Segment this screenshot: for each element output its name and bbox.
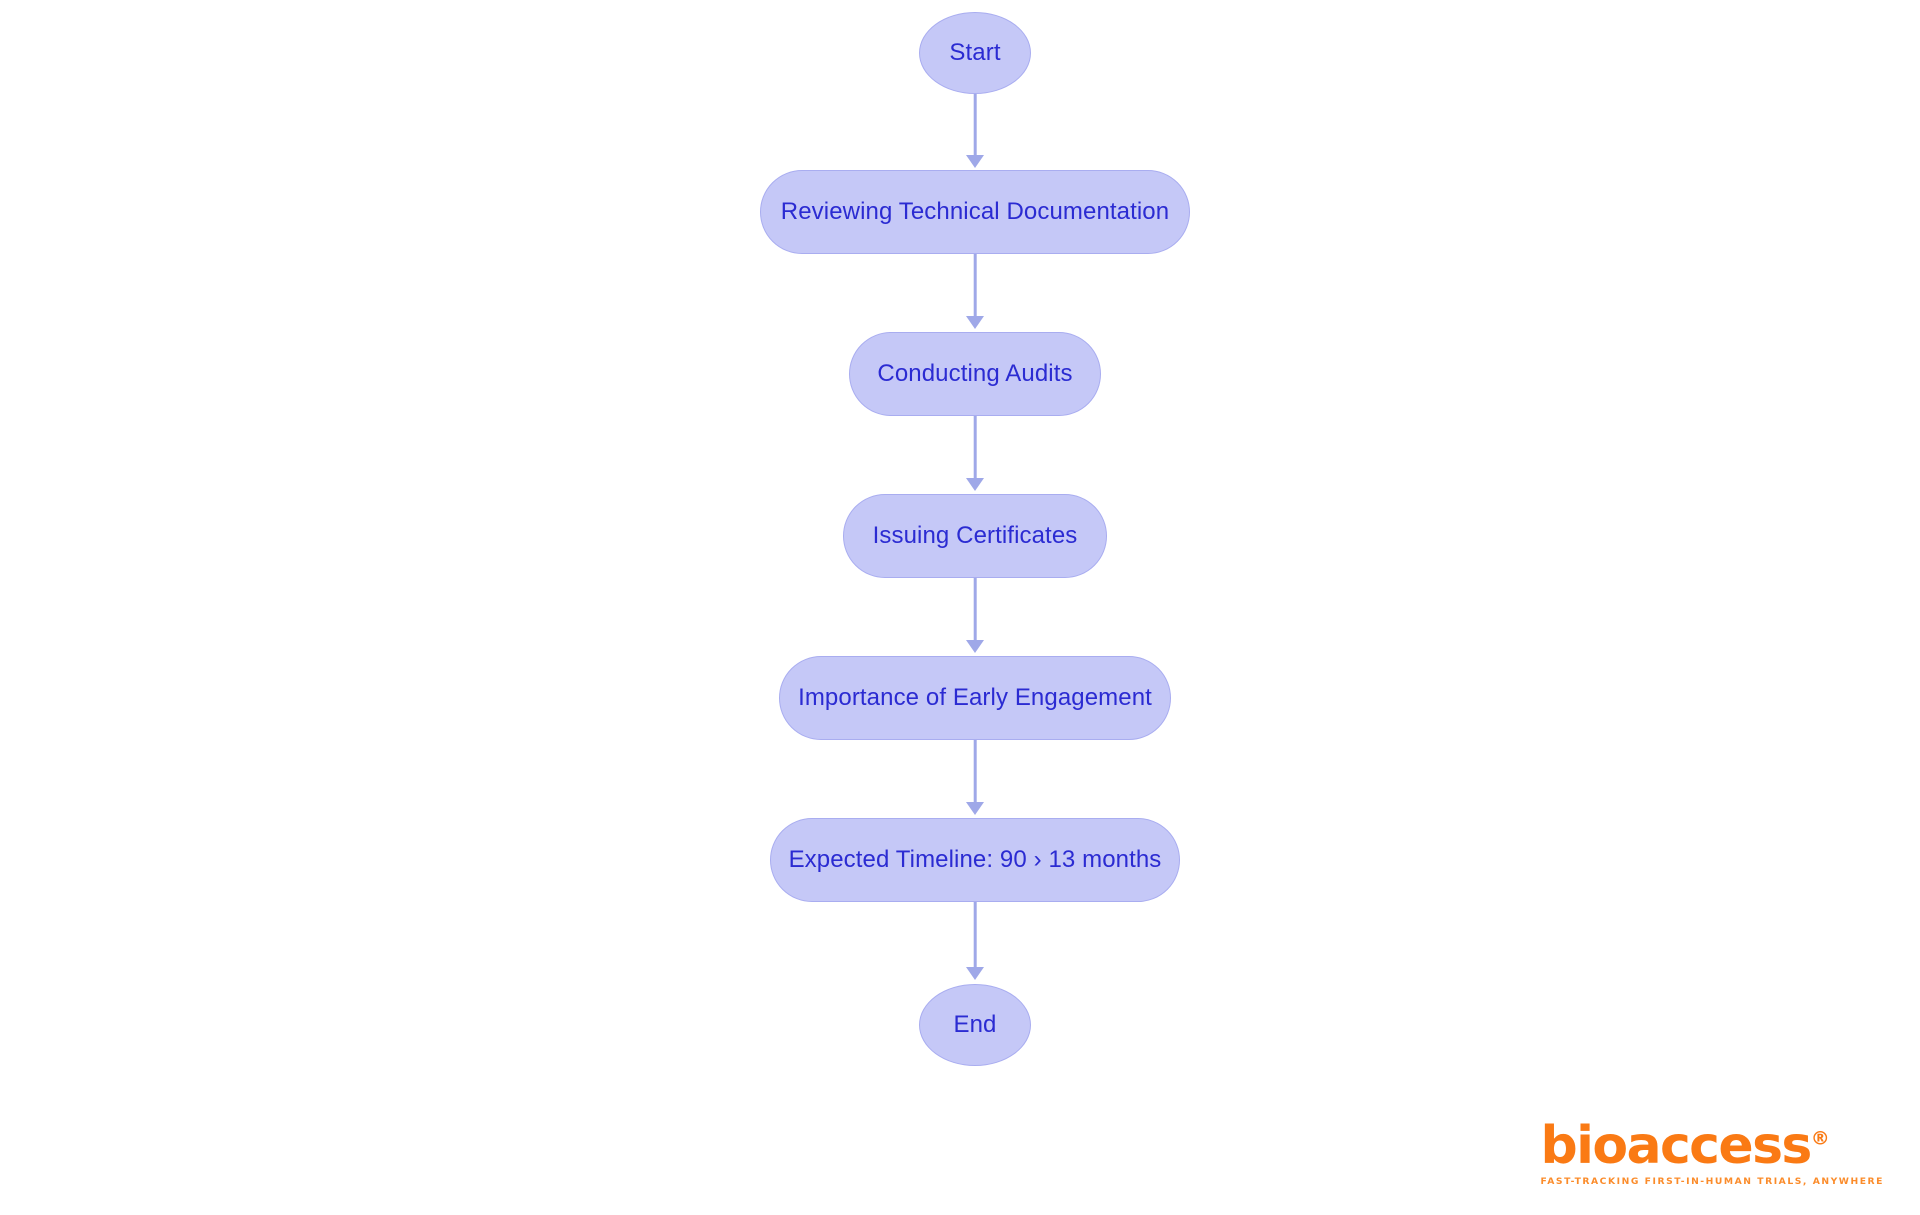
edge-line	[973, 740, 977, 804]
flow-node-engagement-label: Importance of Early Engagement	[798, 683, 1152, 711]
edge-arrowhead-icon	[966, 316, 984, 329]
flow-node-timeline[interactable]: Expected Timeline: 90 › 13 months	[770, 818, 1180, 902]
edge-line	[973, 578, 977, 642]
flow-node-end[interactable]: End	[919, 984, 1031, 1066]
edge-arrowhead-icon	[966, 640, 984, 653]
edge-line	[973, 902, 977, 969]
edge-line	[973, 416, 977, 480]
bioaccess-wordmark-text: bioaccess	[1540, 1116, 1813, 1176]
edge-arrowhead-icon	[966, 967, 984, 980]
bioaccess-tagline: FAST-TRACKING FIRST-IN-HUMAN TRIALS, ANY…	[1540, 1176, 1884, 1187]
flow-node-review-docs-label: Reviewing Technical Documentation	[780, 197, 1170, 225]
flow-node-certs-label: Issuing Certificates	[872, 521, 1078, 549]
flow-edge-audits-to-certs	[919, 416, 1031, 493]
flow-node-end-label: End	[953, 1010, 997, 1038]
flow-edge-certs-to-engagement	[919, 578, 1031, 655]
flow-node-timeline-label: Expected Timeline: 90 › 13 months	[788, 845, 1162, 873]
flow-node-start[interactable]: Start	[919, 12, 1031, 94]
flow-edge-start-to-review-docs	[919, 94, 1031, 170]
flow-node-engagement[interactable]: Importance of Early Engagement	[779, 656, 1171, 740]
bioaccess-logo: bioaccess® FAST-TRACKING FIRST-IN-HUMAN …	[1541, 1120, 1885, 1187]
flow-edge-engagement-to-timeline	[919, 740, 1031, 817]
edge-arrowhead-icon	[966, 478, 984, 491]
flow-edge-review-docs-to-audits	[919, 254, 1031, 331]
flow-node-audits-label: Conducting Audits	[877, 359, 1073, 387]
bioaccess-wordmark: bioaccess®	[1541, 1120, 1830, 1172]
registered-trademark-icon: ®	[1810, 1127, 1830, 1150]
edge-line	[973, 254, 977, 318]
edge-arrowhead-icon	[966, 155, 984, 168]
flow-node-review-docs[interactable]: Reviewing Technical Documentation	[760, 170, 1190, 254]
flow-node-audits[interactable]: Conducting Audits	[849, 332, 1101, 416]
flow-node-certs[interactable]: Issuing Certificates	[843, 494, 1107, 578]
flow-edge-timeline-to-end	[919, 902, 1031, 982]
edge-line	[973, 94, 977, 157]
flow-node-start-label: Start	[949, 38, 1001, 66]
edge-arrowhead-icon	[966, 802, 984, 815]
